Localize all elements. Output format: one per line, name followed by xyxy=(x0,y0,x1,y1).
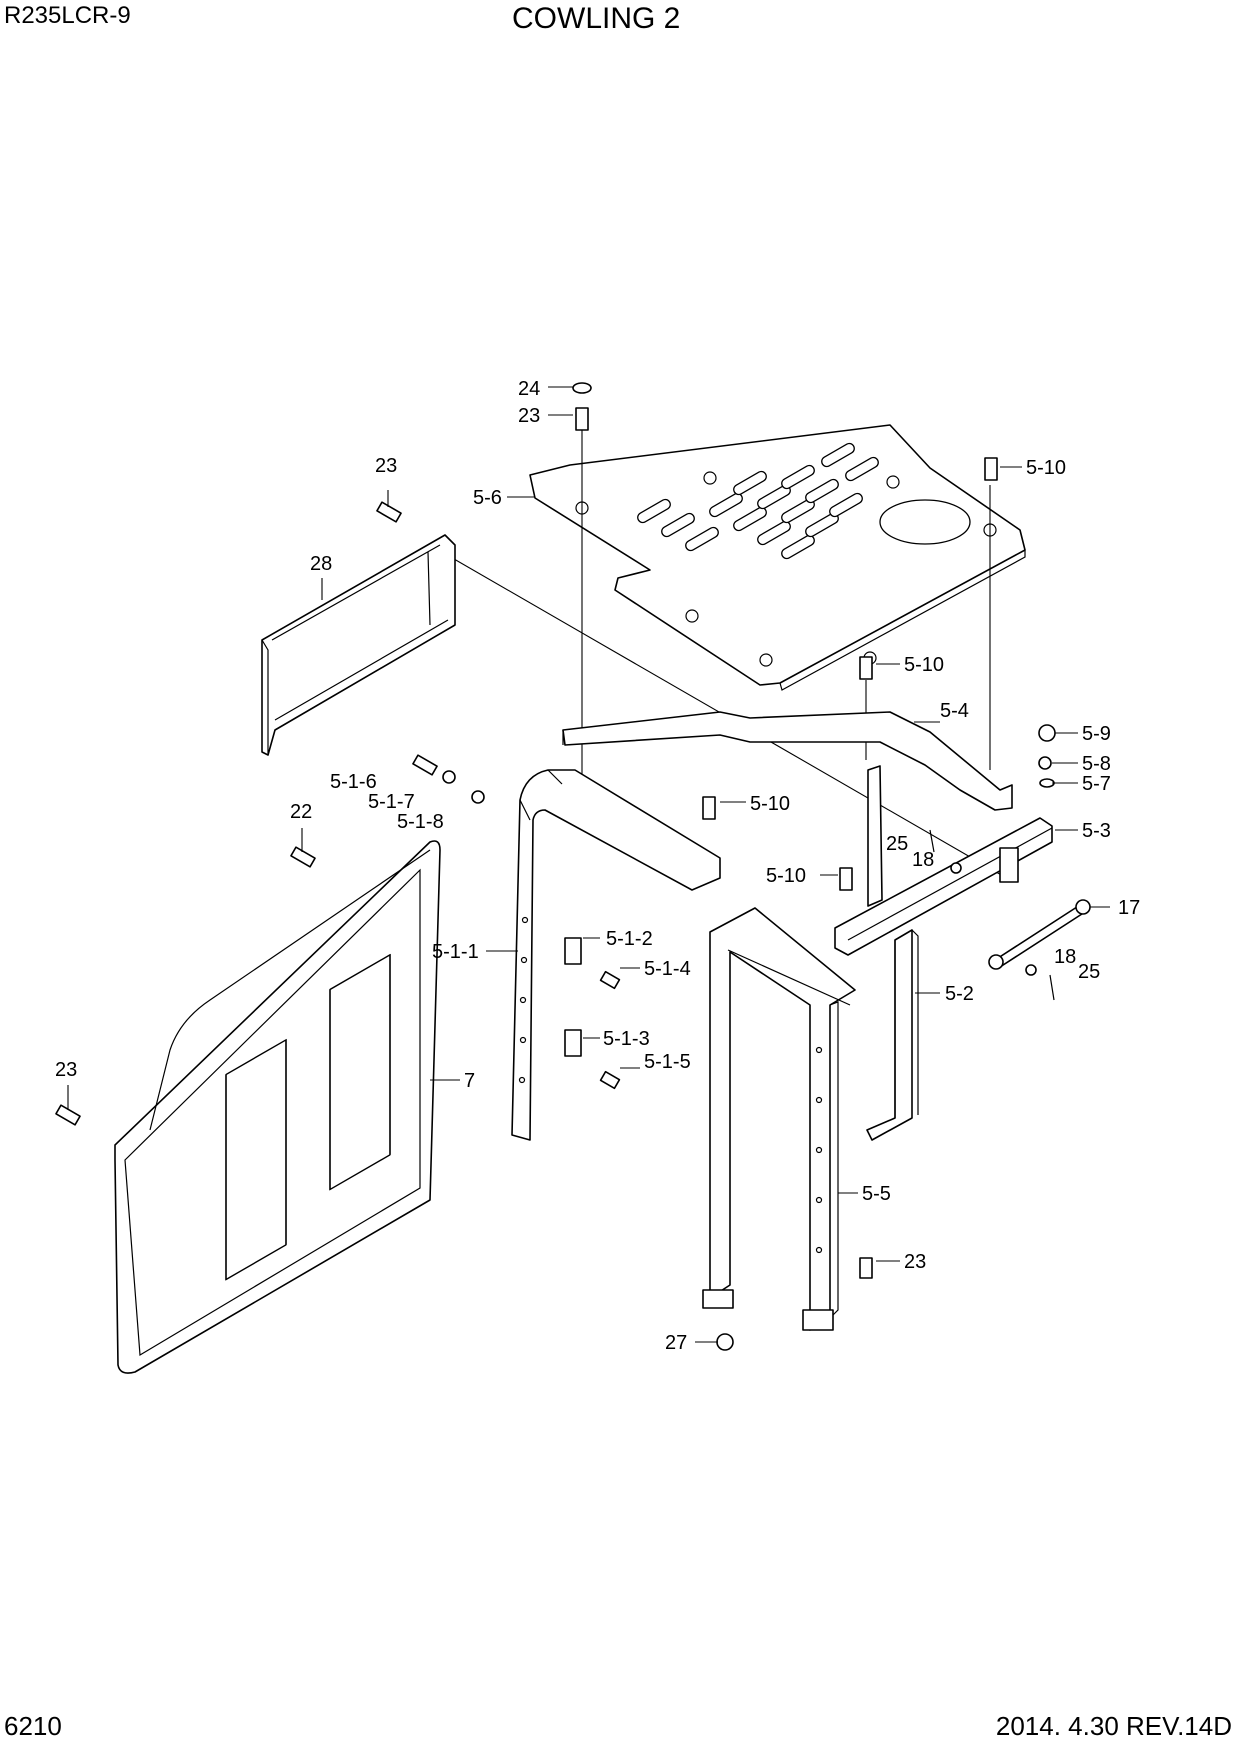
callout-18-upper: 18 xyxy=(912,849,934,871)
callout-5-7: 5-7 xyxy=(1082,773,1111,795)
rail-5-3 xyxy=(834,817,1053,956)
callout-5-5: 5-5 xyxy=(862,1183,891,1205)
callout-5-10-top: 5-10 xyxy=(1026,457,1066,479)
frame-5-5 xyxy=(702,907,856,1331)
revision-date: 2014. 4.30 REV.14D xyxy=(995,1711,1232,1741)
callout-28: 28 xyxy=(310,553,332,575)
page-number: 6210 xyxy=(4,1711,62,1741)
callout-25-lower: 25 xyxy=(1078,961,1100,983)
callout-5-6: 5-6 xyxy=(473,487,502,509)
callout-5-1-1: 5-1-1 xyxy=(432,941,479,963)
callout-5-1-8: 5-1-8 xyxy=(397,811,444,833)
callout-5-10-mid: 5-10 xyxy=(904,654,944,676)
callout-23-bottom: 23 xyxy=(904,1251,926,1273)
page-title: COWLING 2 xyxy=(512,2,681,35)
model-code: R235LCR-9 xyxy=(4,2,131,29)
callout-7: 7 xyxy=(464,1070,475,1092)
callout-5-3: 5-3 xyxy=(1082,820,1111,842)
callout-labels: 24 23 5-6 5-10 23 28 5-10 5-4 5-9 5-8 5-… xyxy=(55,378,1140,1354)
vent-slots xyxy=(637,442,879,560)
callout-5-1-6: 5-1-6 xyxy=(330,771,377,793)
callout-18-lower: 18 xyxy=(1054,946,1076,968)
callout-5-1-5: 5-1-5 xyxy=(644,1051,691,1073)
callout-5-1-2: 5-1-2 xyxy=(606,928,653,950)
callout-5-1-3: 5-1-3 xyxy=(603,1028,650,1050)
bracket-28 xyxy=(261,534,456,756)
crossbar-5-4 xyxy=(562,711,1013,811)
callout-23-left: 23 xyxy=(55,1059,77,1081)
callout-5-4: 5-4 xyxy=(940,700,969,722)
side-panel-7 xyxy=(114,840,441,1374)
callout-23-top: 23 xyxy=(518,405,540,427)
callout-5-8: 5-8 xyxy=(1082,753,1111,775)
callout-5-1-4: 5-1-4 xyxy=(644,958,691,980)
callout-27: 27 xyxy=(665,1332,687,1354)
callout-24: 24 xyxy=(518,378,540,400)
frame-5-1-1 xyxy=(511,769,721,1141)
fasteners xyxy=(55,382,1091,1351)
callout-5-10-lower: 5-10 xyxy=(766,865,806,887)
callout-5-10-frame: 5-10 xyxy=(750,793,790,815)
post-5-2 xyxy=(866,765,919,1141)
callout-5-2: 5-2 xyxy=(945,983,974,1005)
callout-23-bracket: 23 xyxy=(375,455,397,477)
leader-lines xyxy=(67,386,1110,1343)
callout-25-upper: 25 xyxy=(886,833,908,855)
callout-5-1-7: 5-1-7 xyxy=(368,791,415,813)
callout-17: 17 xyxy=(1118,897,1140,919)
top-cover-plate xyxy=(529,424,1026,691)
callout-5-9: 5-9 xyxy=(1082,723,1111,745)
callout-22: 22 xyxy=(290,801,312,823)
